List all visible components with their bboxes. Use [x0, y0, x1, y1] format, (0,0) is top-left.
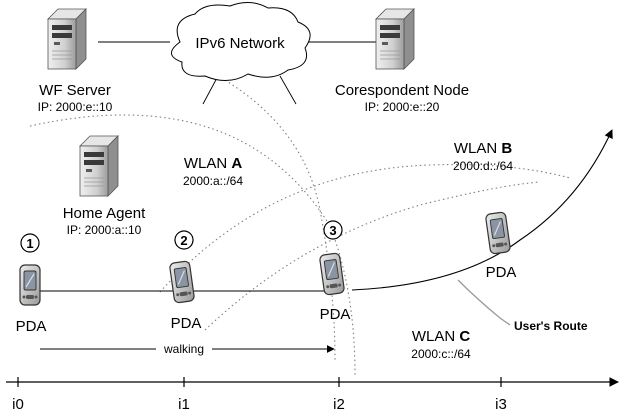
pda-label: PDA — [320, 306, 351, 323]
step-2-circle — [174, 230, 194, 250]
wlan-a-boundary — [29, 114, 356, 376]
step-2-label: 2 — [180, 233, 187, 248]
pda-icon — [168, 260, 196, 304]
wf-server-ip: IP: 2000:e::10 — [38, 100, 113, 114]
cloud-icon — [171, 2, 311, 81]
link-cloud-wlan-a — [202, 75, 219, 105]
home-agent-name: Home Agent — [63, 205, 146, 222]
link-cloud-route — [279, 75, 297, 105]
step-3-circle — [323, 220, 343, 240]
wlan-b-label: WLAN B — [454, 140, 513, 157]
time-label-i3: i3 — [495, 396, 507, 413]
route-label: User's Route — [514, 319, 588, 333]
pda-icon — [19, 264, 41, 306]
cloud-label: IPv6 Network — [195, 35, 285, 52]
time-label-i2: i2 — [333, 396, 345, 413]
step-1-label: 1 — [26, 236, 33, 251]
walking-label-bg — [156, 341, 212, 355]
wlan-c-boundary — [204, 181, 541, 331]
correspondent-ip: IP: 2000:e::20 — [365, 100, 440, 114]
pda-label: PDA — [16, 318, 47, 335]
wlan-c-subnet: 2000:c::/64 — [411, 347, 471, 361]
route-curve — [351, 129, 613, 291]
pda-icon — [318, 252, 346, 296]
wlan-a-subnet: 2000:a::/64 — [183, 174, 243, 188]
wlan-b-subnet: 2000:d::/64 — [453, 159, 513, 173]
server-icon — [79, 135, 119, 197]
home-agent-ip: IP: 2000:a::10 — [67, 223, 142, 237]
pda-label: PDA — [486, 264, 517, 281]
wlan-c-label: WLAN C — [412, 328, 471, 345]
pda-icon — [484, 211, 512, 255]
walking-label: walking — [163, 342, 204, 356]
wlan-a-label: WLAN A — [184, 155, 243, 172]
wlan-b-boundary — [159, 163, 571, 293]
route-leader — [457, 279, 511, 326]
time-label-i0: i0 — [12, 396, 24, 413]
step-3-label: 3 — [329, 223, 336, 238]
pda-label: PDA — [171, 315, 202, 332]
time-label-i1: i1 — [178, 396, 190, 413]
server-icon — [375, 8, 415, 70]
cell-boundary — [224, 79, 336, 361]
correspondent-name: Corespondent Node — [335, 82, 469, 99]
step-1-circle — [20, 233, 40, 253]
server-icon — [47, 8, 87, 70]
wf-server-name: WF Server — [39, 82, 111, 99]
